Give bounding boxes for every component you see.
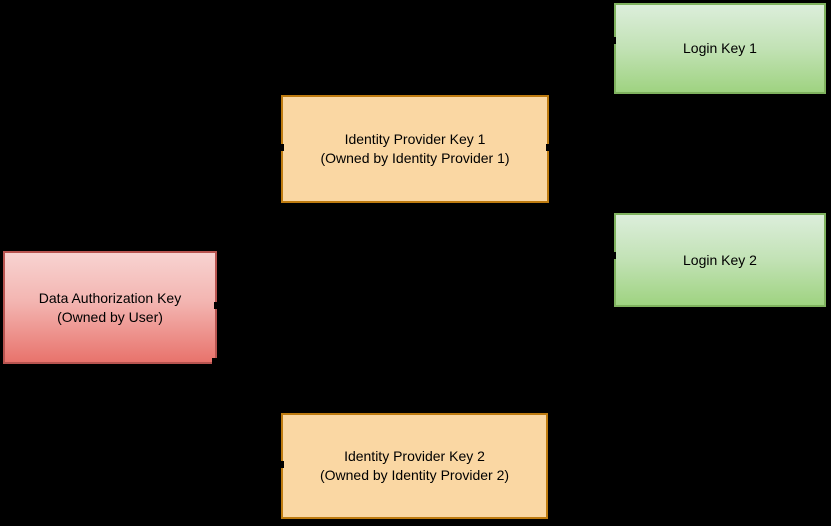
connector-stub-idp1-left bbox=[279, 144, 284, 151]
node-label-line2: (Owned by Identity Provider 1) bbox=[320, 150, 510, 166]
node-label-line1: Identity Provider Key 2 bbox=[344, 448, 485, 464]
node-label: Login Key 2 bbox=[616, 251, 824, 270]
connector-stub-login1-left bbox=[611, 37, 616, 44]
connector-stub-red-right bbox=[214, 302, 219, 309]
node-label: Login Key 1 bbox=[616, 39, 824, 58]
connector-stub-login2-left bbox=[611, 252, 616, 259]
node-label-line2: (Owned by User) bbox=[57, 308, 163, 325]
node-identity-provider-key-1: Identity Provider Key 1 (Owned by Identi… bbox=[281, 95, 549, 203]
node-label: Data Authorization Key (Owned by User) bbox=[5, 289, 215, 327]
node-identity-provider-key-2: Identity Provider Key 2 (Owned by Identi… bbox=[281, 413, 548, 519]
connector-stub-red-bottom-right bbox=[212, 358, 219, 364]
node-login-key-1: Login Key 1 bbox=[614, 3, 826, 94]
node-label-line1: Data Authorization Key bbox=[38, 289, 182, 306]
node-data-authorization-key: Data Authorization Key (Owned by User) bbox=[3, 251, 217, 364]
connector-stub-idp2-left bbox=[279, 461, 284, 468]
node-login-key-2: Login Key 2 bbox=[614, 213, 826, 307]
node-label: Identity Provider Key 1 (Owned by Identi… bbox=[283, 130, 547, 168]
node-label-line1: Login Key 2 bbox=[683, 251, 757, 268]
node-label: Identity Provider Key 2 (Owned by Identi… bbox=[283, 447, 546, 485]
node-label-line1: Identity Provider Key 1 bbox=[344, 131, 486, 147]
node-label-line2: (Owned by Identity Provider 2) bbox=[319, 467, 510, 483]
connector-stub-idp1-right bbox=[546, 144, 551, 151]
node-label-line1: Login Key 1 bbox=[683, 40, 757, 56]
